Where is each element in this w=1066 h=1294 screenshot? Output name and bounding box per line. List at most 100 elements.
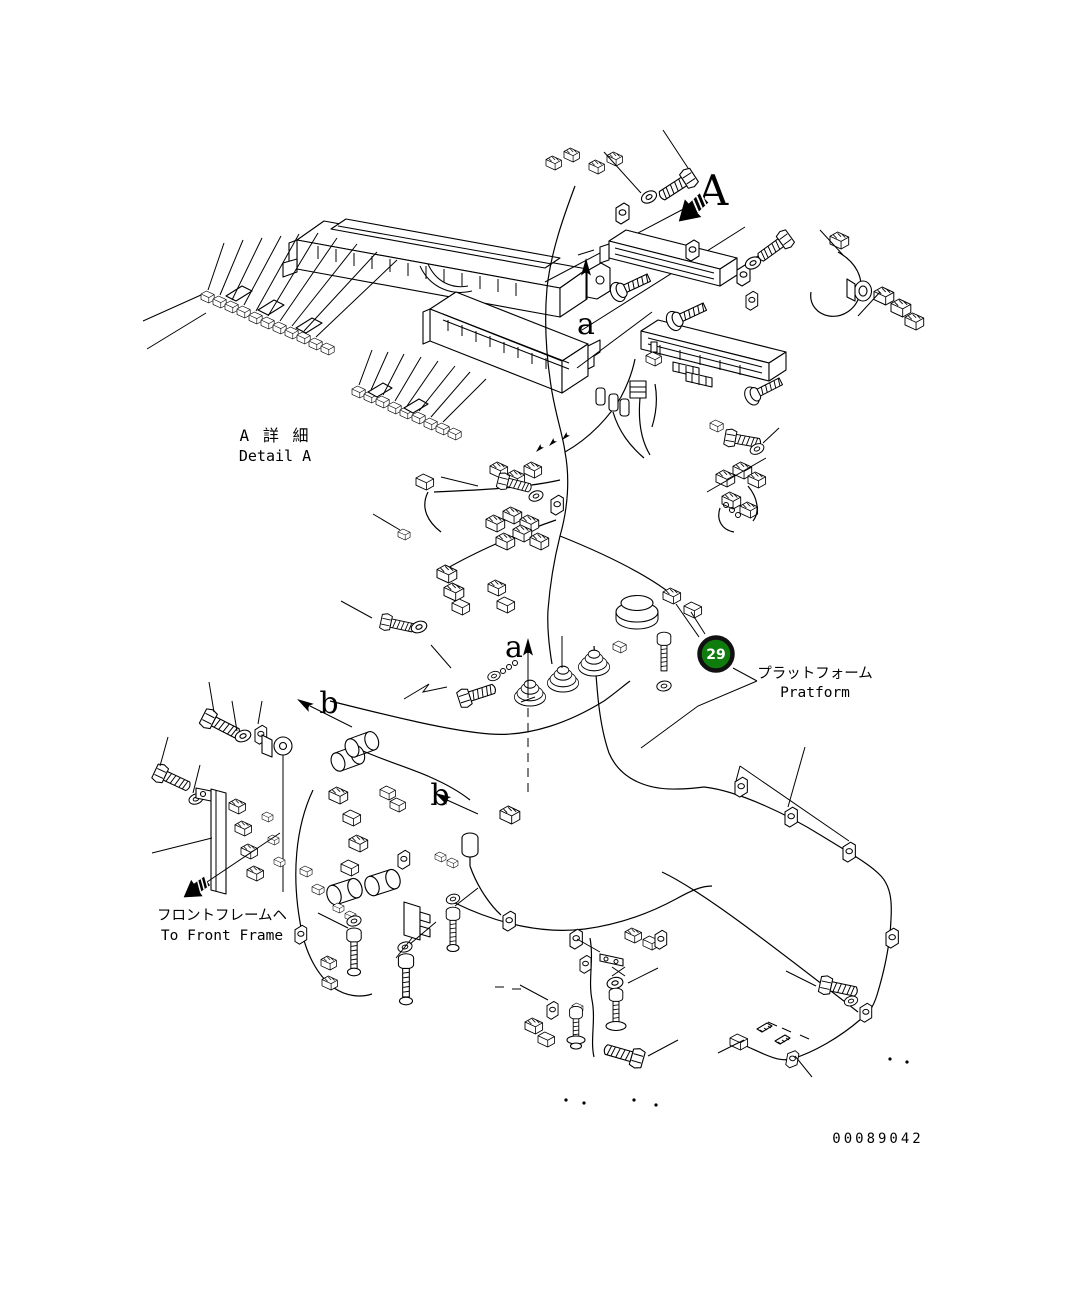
terminal-icon (423, 417, 438, 431)
fuse-icon (629, 380, 647, 399)
connector-icon (530, 533, 549, 550)
leader-lines (142, 232, 398, 350)
terminal-icon (248, 311, 263, 325)
section-markers: a a b b (294, 249, 595, 815)
grommet-icon (577, 649, 611, 677)
connector-icon (524, 462, 542, 478)
terminal-icon (296, 331, 311, 345)
screw-icon (445, 906, 461, 947)
connector-icon (496, 596, 516, 614)
connector-icon (340, 859, 360, 877)
blade-terminal-icon (595, 387, 606, 406)
left-bracket-assembly (150, 681, 373, 997)
clamp-icon (685, 239, 700, 262)
marker-a-2: a (505, 630, 523, 665)
panel-slots (317, 246, 517, 296)
clamp-icon (842, 841, 856, 863)
terminal-icon (261, 811, 274, 823)
marker-b-1: b (319, 686, 338, 721)
drawing-number: 00089042 (832, 1131, 923, 1147)
mid-left-branch (340, 473, 516, 637)
center-cluster (440, 432, 570, 550)
connector-icon (716, 470, 735, 487)
leader-lines (717, 970, 817, 1078)
arrow-icon (294, 694, 314, 712)
blade-terminal-icon (619, 398, 630, 417)
terminal-icon (284, 326, 299, 340)
bolt-icon (150, 761, 194, 797)
grommet-icon (513, 679, 547, 707)
wire (810, 251, 862, 317)
wire (559, 535, 667, 591)
clamp-icon (294, 924, 308, 945)
washer-icon (409, 618, 429, 636)
terminal-icon (212, 295, 227, 309)
mini-arrow-icon (547, 438, 557, 448)
washer-icon (655, 679, 673, 693)
callout-part-connectors (663, 588, 706, 638)
terminal-icon (435, 422, 450, 436)
leader-lines (735, 746, 850, 842)
connector-icon (830, 232, 849, 249)
platform-label: プラットフォーム Pratform (757, 665, 873, 701)
mini-arrow-icon (534, 444, 544, 454)
connector-icon (748, 472, 766, 488)
callout-29: 29 (640, 635, 758, 749)
clamp-icon (397, 849, 411, 870)
connector-icon (891, 299, 911, 317)
connector-icon (247, 866, 264, 881)
bolt-icon (601, 1038, 647, 1071)
clamp-icon (654, 929, 668, 950)
callout-number: 29 (706, 647, 725, 663)
terminal-icon (299, 865, 313, 878)
harness-trunk (329, 358, 705, 801)
panel-assembly-1 (282, 203, 746, 331)
top-connector-cluster (545, 148, 623, 393)
wire (445, 519, 557, 570)
connector-icon (722, 492, 741, 509)
washer-icon (842, 993, 860, 1009)
leader-line (576, 311, 653, 369)
wire (589, 937, 595, 1058)
bolt-icon (654, 166, 700, 206)
connector-icon (564, 148, 579, 162)
detail-label-en: Detail A (239, 447, 311, 465)
connector-icon (488, 580, 506, 596)
clamp-icon (745, 290, 759, 311)
connector-icon (905, 313, 924, 330)
bottom-left-cluster (317, 729, 520, 1006)
connector-icon (322, 976, 337, 990)
detail-label-jp: A 詳 細 (240, 426, 311, 445)
relay-icon (323, 876, 366, 908)
leader-lines (519, 938, 679, 1057)
marker-b-2: b (430, 778, 449, 813)
right-mid-cluster (706, 419, 780, 533)
clamp-icon (859, 1002, 873, 1023)
leader-lines (340, 513, 401, 619)
bottom-center-cluster (454, 885, 713, 1107)
right-upper-cluster (742, 227, 924, 330)
horn-cluster (403, 594, 673, 710)
detail-a-label: A 詳 細 Detail A (239, 426, 311, 465)
screw-icon (397, 953, 415, 998)
connector-icon (645, 351, 662, 367)
relay-icon (342, 729, 382, 760)
clamp-icon (885, 927, 899, 949)
view-a-assembly: A (599, 129, 787, 409)
bolt-icon (656, 631, 672, 672)
connector-icon (444, 583, 464, 601)
clamp-icon (579, 954, 592, 974)
screw-icon (606, 268, 654, 305)
connector-icon (241, 844, 258, 859)
connector-icon (229, 799, 246, 814)
marker-a-1: a (577, 307, 595, 342)
terminal-icon (308, 337, 323, 351)
terminal-row-2 (351, 349, 487, 441)
terminal-icon (446, 857, 459, 869)
connector-icon (589, 160, 604, 174)
platform-label-en: Pratform (780, 685, 850, 701)
front-frame-label-en: To Front Frame (161, 928, 283, 944)
clamp-icon (615, 202, 630, 225)
